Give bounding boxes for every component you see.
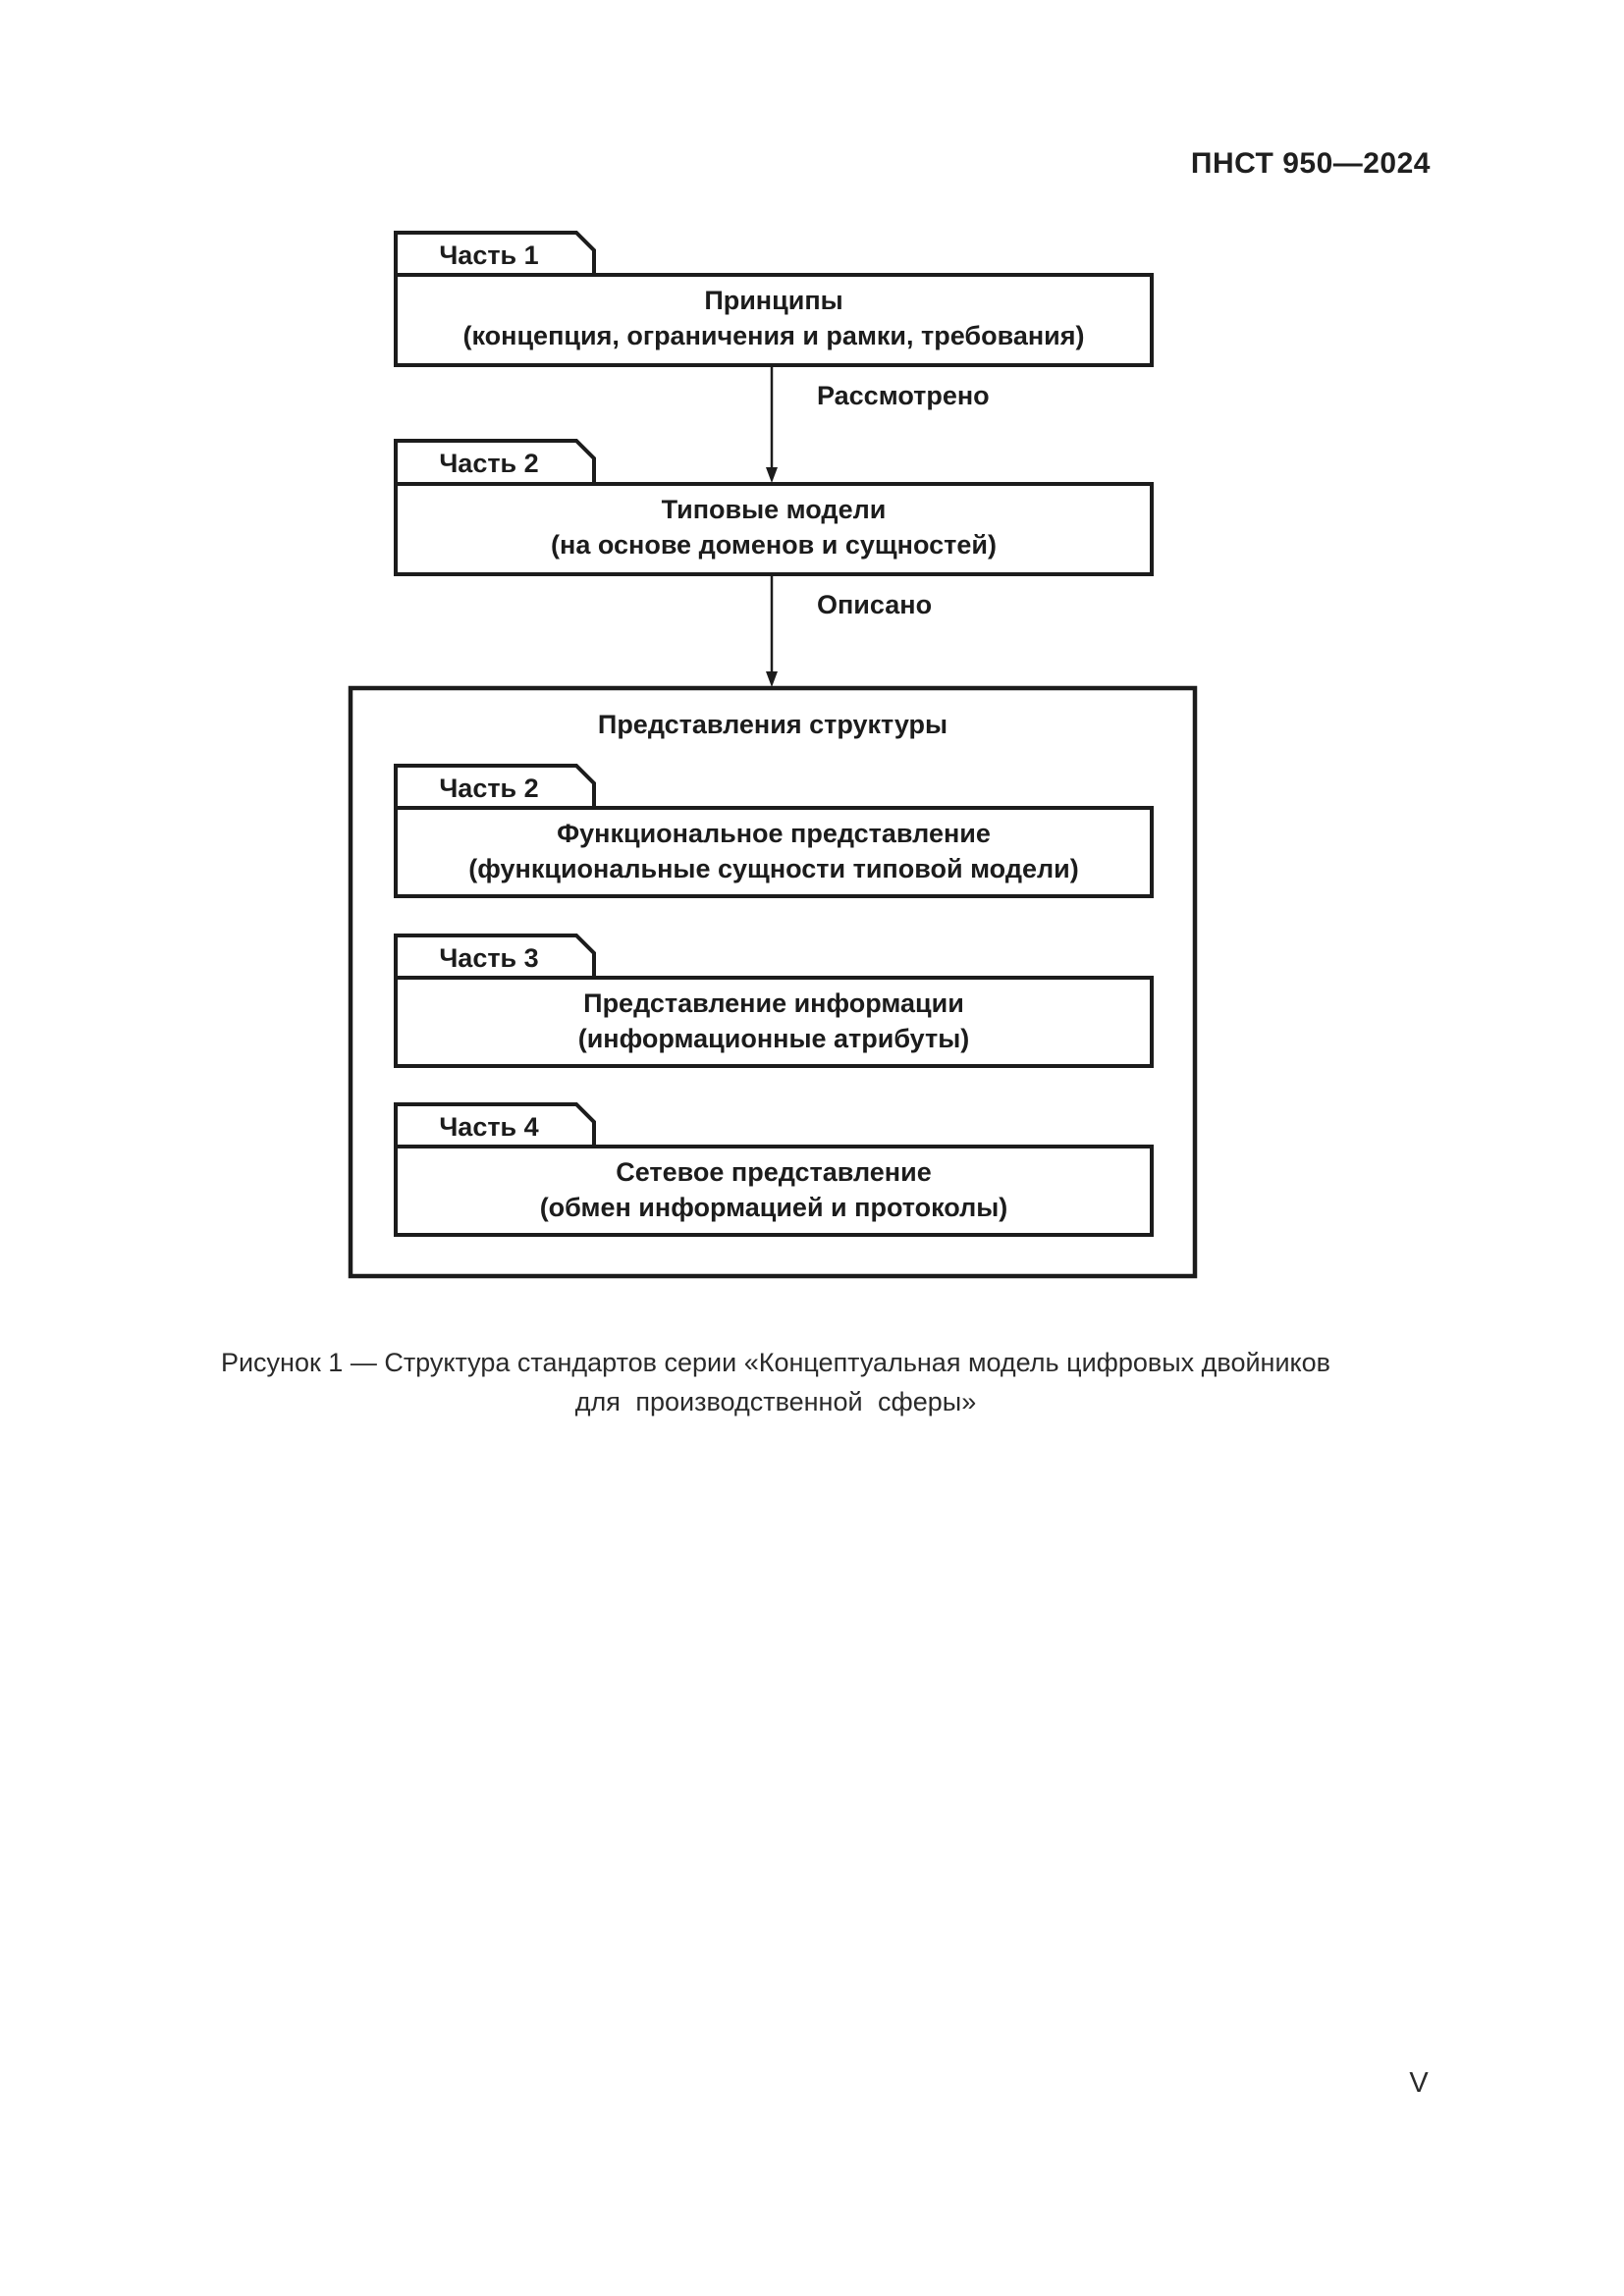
package-part2-body xyxy=(394,482,1154,576)
package-functional-view-title: Функциональное представление xyxy=(557,819,991,848)
package-part2: Часть 2 Типовые модели (на основе домено… xyxy=(394,439,1154,576)
arrow-described-head xyxy=(766,671,778,687)
arrow-reviewed: Рассмотрено xyxy=(766,366,990,483)
package-functional-view-body xyxy=(394,806,1154,898)
package-functional-view-subtitle: (функциональные сущности типовой модели) xyxy=(468,854,1078,883)
package-network-view-title: Сетевое представление xyxy=(616,1157,931,1187)
package-part1-subtitle: (концепция, ограничения и рамки, требова… xyxy=(463,321,1085,350)
package-network-view-subtitle: (обмен информацией и протоколы) xyxy=(540,1193,1008,1222)
package-functional-view-tab-label: Часть 2 xyxy=(439,774,538,803)
package-network-view-tab-label: Часть 4 xyxy=(439,1112,538,1142)
package-information-view-body xyxy=(394,976,1154,1068)
package-functional-view: Часть 2 Функциональное представление (фу… xyxy=(394,764,1154,898)
package-network-view-body xyxy=(394,1145,1154,1237)
figure-caption: Рисунок 1 — Структура стандартов серии «… xyxy=(177,1343,1375,1421)
arrow-reviewed-head xyxy=(766,467,778,483)
package-part1-body xyxy=(394,273,1154,367)
package-network-view-tab xyxy=(394,1102,596,1148)
package-network-view: Часть 4 Сетевое представление (обмен инф… xyxy=(394,1102,1154,1237)
package-part2-tab xyxy=(394,439,596,486)
package-functional-view-tab xyxy=(394,764,596,810)
arrow-reviewed-label: Рассмотрено xyxy=(817,381,990,410)
arrow-described-label: Описано xyxy=(817,590,932,619)
figure-caption-line2: для производственной сферы» xyxy=(574,1387,977,1416)
package-information-view: Часть 3 Представление информации (информ… xyxy=(394,934,1154,1068)
arrow-described: Описано xyxy=(766,575,932,687)
package-part1: Часть 1 Принципы (концепция, ограничения… xyxy=(394,231,1154,367)
package-part1-tab-label: Часть 1 xyxy=(439,240,538,270)
package-part2-subtitle: (на основе доменов и сущностей) xyxy=(551,530,997,560)
package-part1-tab xyxy=(394,231,596,277)
package-part2-title: Типовые модели xyxy=(662,495,887,524)
document-header: ПНСТ 950—2024 xyxy=(1190,147,1431,180)
figure-caption-line1: Рисунок 1 — Структура стандартов серии «… xyxy=(220,1348,1331,1377)
package-information-view-tab-label: Часть 3 xyxy=(439,943,538,973)
group-structure-views: Представления структуры Часть 2 Функцион… xyxy=(348,685,1198,1279)
package-information-view-title: Представление информации xyxy=(583,988,964,1018)
package-part1-title: Принципы xyxy=(704,286,842,315)
package-information-view-tab xyxy=(394,934,596,980)
package-information-view-subtitle: (информационные атрибуты) xyxy=(578,1024,970,1053)
group-structure-views-title: Представления структуры xyxy=(598,710,947,739)
page-number: V xyxy=(1409,2067,1429,2099)
package-part2-tab-label: Часть 2 xyxy=(439,449,538,478)
